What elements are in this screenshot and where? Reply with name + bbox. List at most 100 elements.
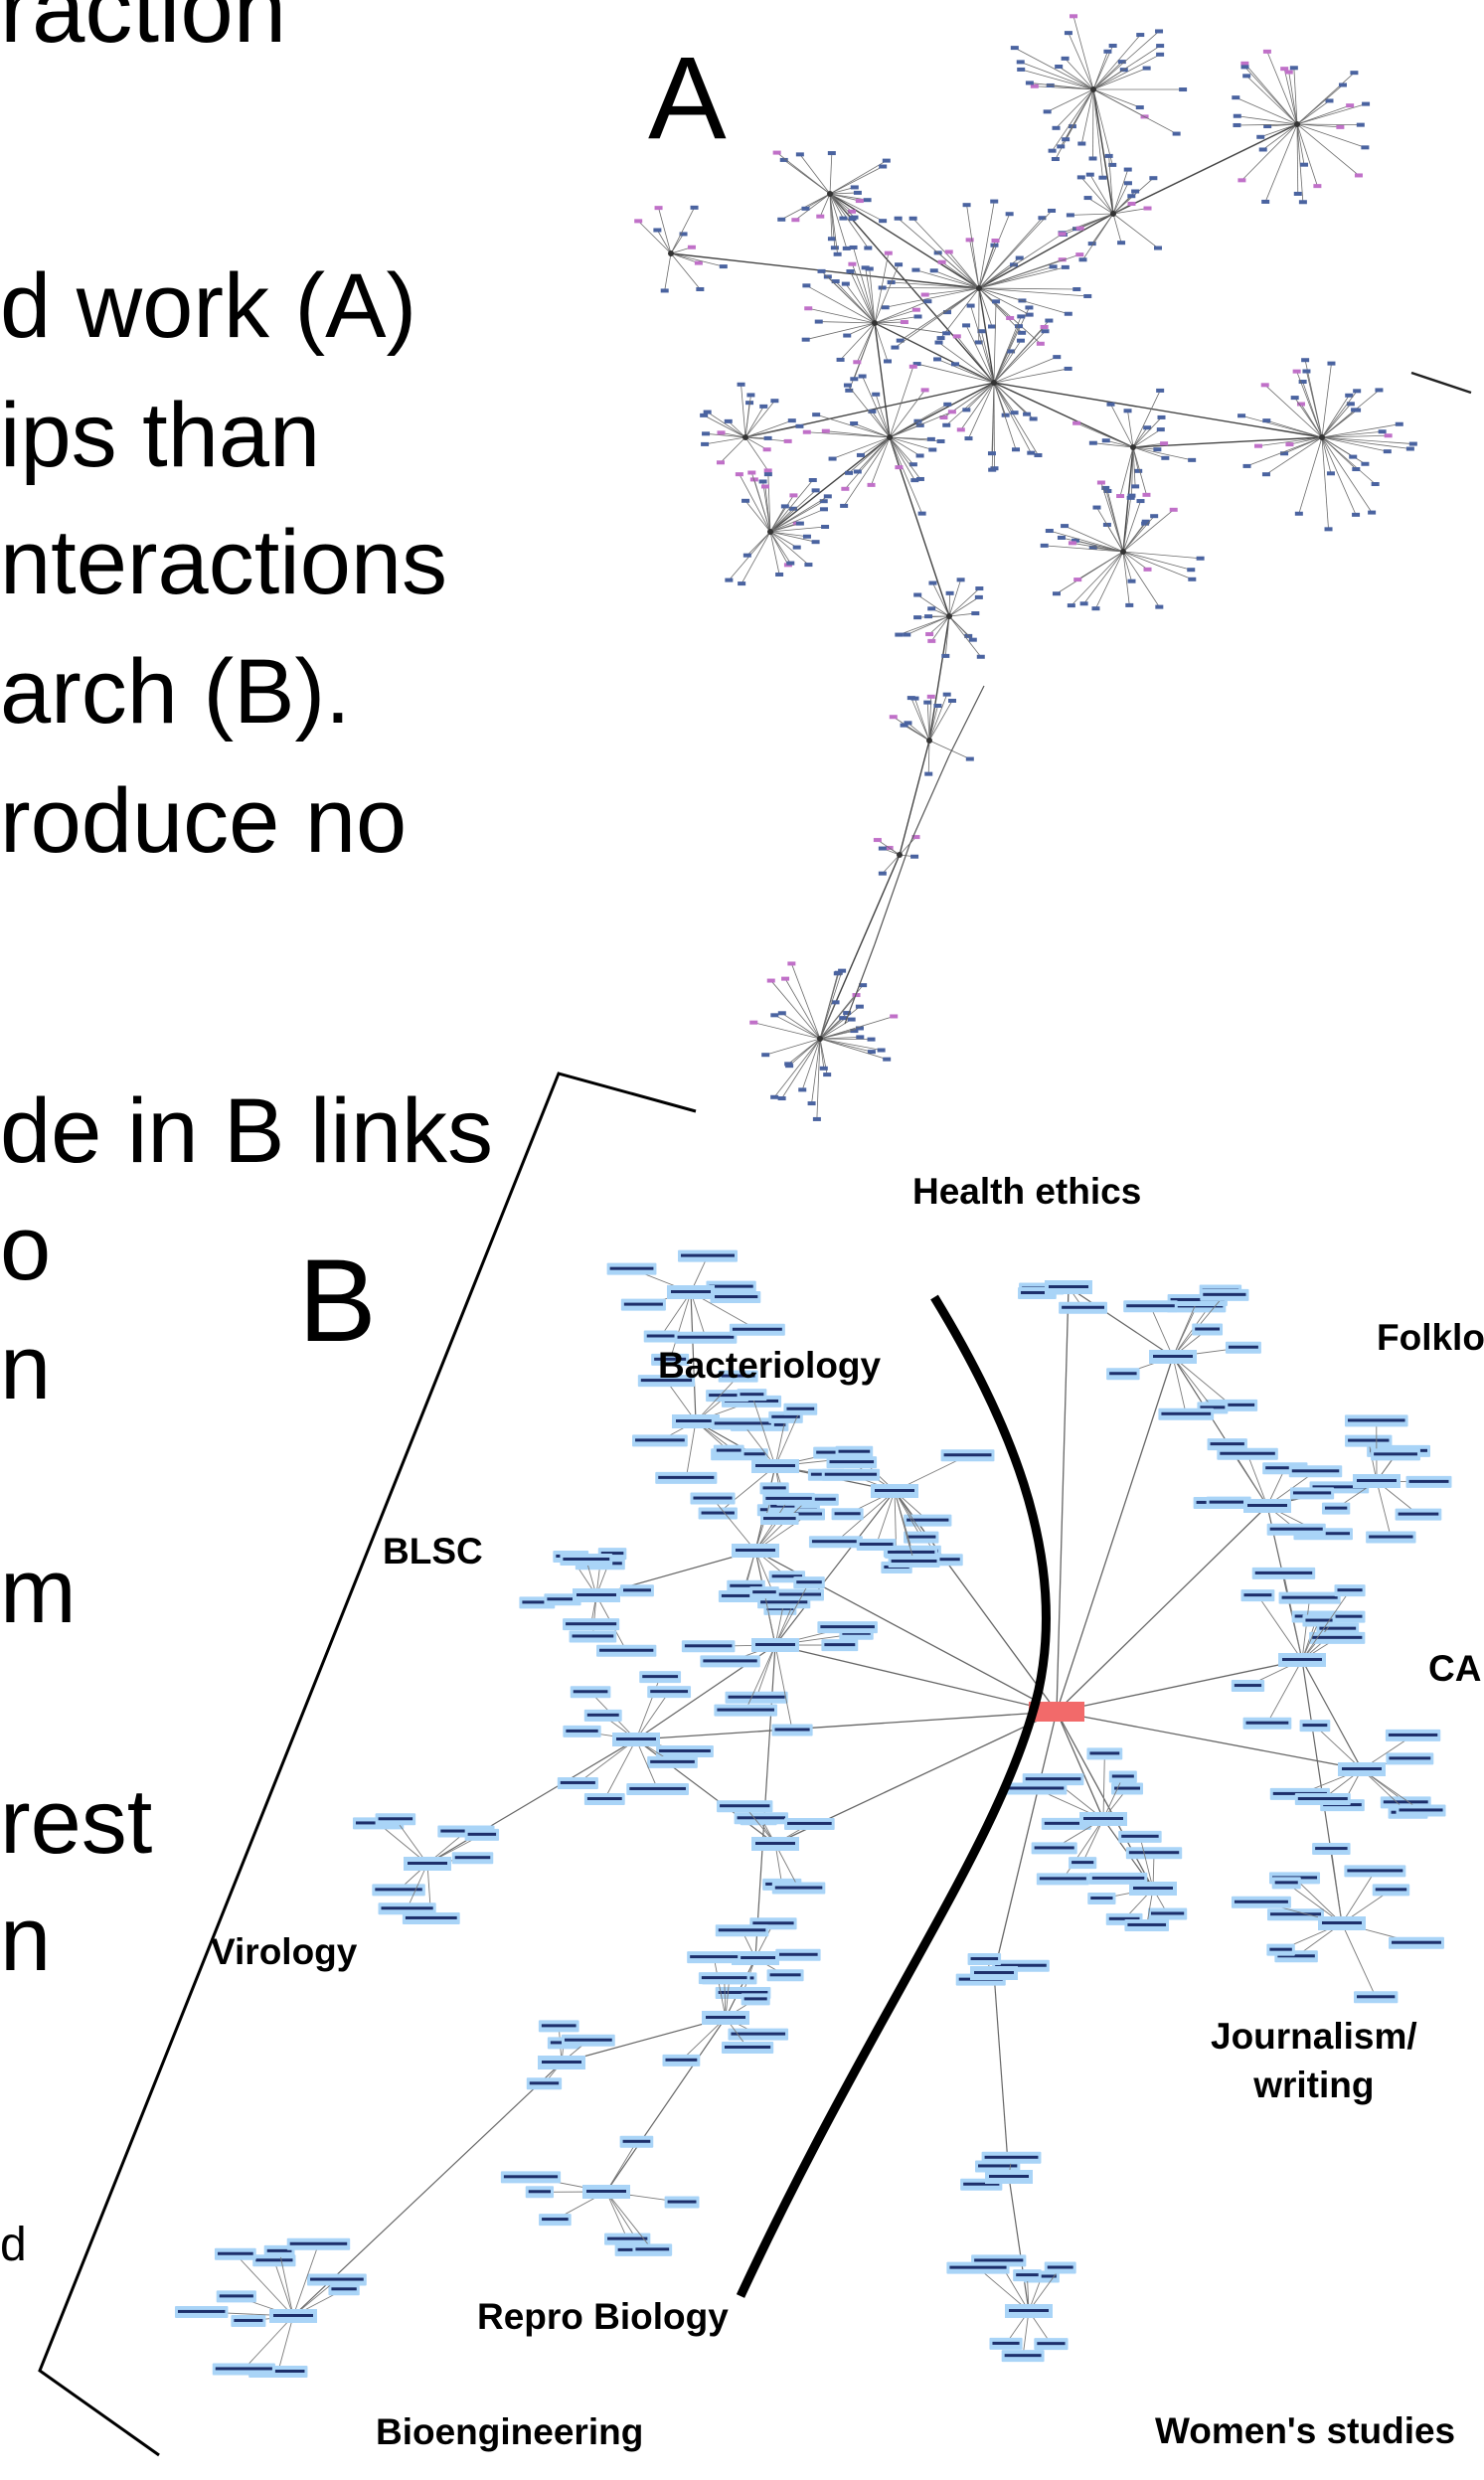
edge — [769, 531, 808, 538]
node — [1142, 492, 1151, 497]
edge — [669, 1291, 692, 1360]
node — [791, 218, 800, 223]
edge — [874, 844, 910, 945]
body-line-1: d work (A) — [0, 255, 417, 357]
node — [882, 158, 891, 163]
edge — [978, 201, 995, 289]
node — [1018, 330, 1027, 335]
node — [1293, 191, 1302, 196]
node — [1058, 257, 1067, 262]
edge — [908, 754, 950, 846]
body-line-6: de in B links — [0, 1080, 494, 1182]
node-text-mark — [1037, 2342, 1066, 2346]
edge — [774, 1581, 810, 1646]
node — [1142, 66, 1151, 71]
edge — [1092, 54, 1161, 90]
node-text-mark — [811, 1540, 860, 1544]
node-text-mark — [1319, 1626, 1357, 1630]
node — [1261, 472, 1270, 477]
node — [795, 423, 804, 428]
edge — [744, 425, 800, 438]
edge — [875, 394, 891, 438]
edge — [835, 1490, 896, 1543]
edge — [1294, 397, 1323, 438]
node — [977, 329, 986, 334]
edge — [1321, 363, 1332, 438]
node — [1041, 329, 1050, 334]
node — [696, 286, 705, 291]
node — [1353, 408, 1362, 413]
edge — [1080, 177, 1114, 215]
node-text-mark — [1109, 1372, 1137, 1376]
edge — [769, 506, 786, 533]
node-text-mark — [713, 1295, 758, 1299]
node — [856, 1035, 865, 1040]
edge — [763, 1592, 776, 1646]
node-text-mark — [677, 1335, 735, 1339]
edge — [872, 411, 891, 438]
edge — [956, 336, 995, 384]
node — [956, 578, 965, 582]
node-text-mark — [529, 2081, 560, 2085]
node — [1029, 416, 1038, 421]
edge — [1122, 500, 1141, 553]
edge — [1264, 123, 1298, 203]
edge — [993, 382, 1032, 453]
node — [823, 494, 832, 499]
node — [974, 594, 983, 599]
edge — [744, 406, 764, 438]
node — [926, 436, 935, 441]
edge — [1122, 509, 1174, 553]
cluster-label-journalism: Journalism/ writing — [1211, 2018, 1417, 2103]
node — [867, 1037, 876, 1042]
cluster-label-repro-biology: Repro Biology — [477, 2296, 729, 2337]
node-text-mark — [717, 1708, 774, 1712]
edge — [993, 382, 1017, 450]
node-text-mark — [378, 1817, 413, 1821]
node — [991, 239, 1000, 244]
node-text-mark — [1357, 1995, 1396, 1999]
node — [1072, 286, 1081, 291]
node — [1040, 543, 1049, 548]
node — [1117, 60, 1126, 65]
node — [1052, 125, 1061, 130]
node — [850, 185, 859, 190]
node — [1017, 314, 1026, 319]
edge — [1092, 442, 1134, 448]
node — [1083, 196, 1092, 201]
edge — [1029, 83, 1094, 90]
node-text-mark — [1114, 1786, 1141, 1790]
edge — [1079, 213, 1114, 230]
node-text-mark — [622, 2139, 651, 2143]
node — [777, 1096, 786, 1101]
node — [761, 1053, 770, 1058]
edge — [1075, 422, 1134, 448]
node — [1346, 103, 1355, 108]
node-text-mark — [1126, 1304, 1175, 1308]
node — [1123, 409, 1132, 413]
node — [911, 835, 920, 840]
node-text-mark — [716, 1448, 742, 1452]
edge — [874, 322, 889, 362]
node — [1262, 418, 1271, 423]
node-text-mark — [842, 1631, 871, 1635]
edge — [744, 436, 767, 450]
node — [1156, 44, 1165, 49]
edge — [1306, 371, 1323, 438]
node — [1350, 71, 1359, 76]
edge — [847, 322, 876, 336]
edge — [1321, 436, 1357, 470]
node — [868, 409, 877, 413]
node — [1361, 461, 1370, 466]
node-text-mark — [676, 1419, 716, 1422]
node — [861, 265, 870, 270]
edge — [407, 1863, 428, 1909]
node-text-mark — [1243, 1593, 1272, 1597]
edge — [744, 500, 771, 533]
node — [1156, 427, 1165, 432]
node — [1051, 156, 1060, 161]
edge — [605, 2141, 637, 2193]
edge — [426, 1738, 637, 1865]
edge — [1314, 1725, 1363, 1770]
node — [1005, 212, 1014, 217]
